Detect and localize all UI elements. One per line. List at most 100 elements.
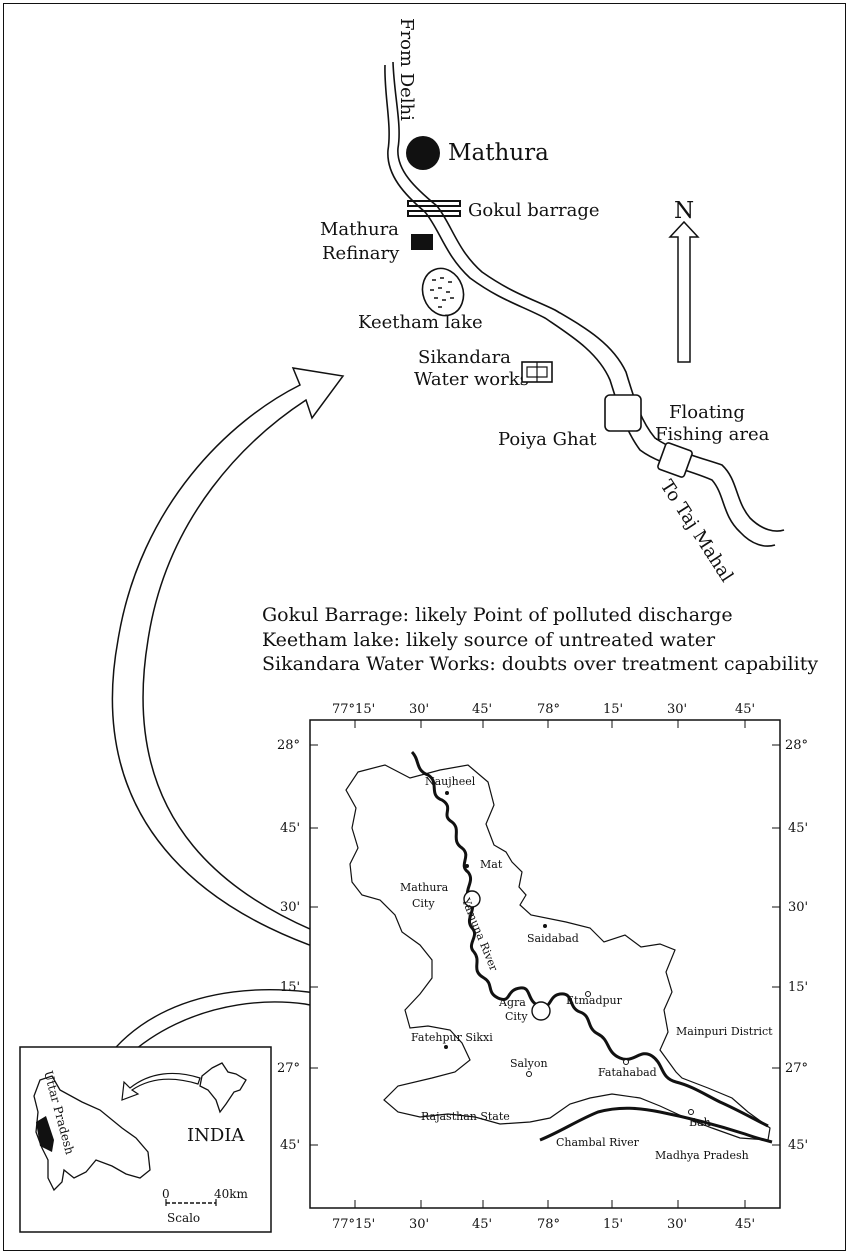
top-tick-1: 30': [409, 702, 429, 717]
place-mat: Mat: [480, 858, 503, 871]
place-agra-1: Agra: [498, 996, 526, 1009]
top-tick-3: 78°: [537, 702, 560, 717]
notes-block: Gokul Barrage: likely Point of polluted …: [262, 604, 818, 675]
mathura-city-marker: [463, 890, 481, 908]
top-tick-6: 45': [735, 702, 755, 717]
bottom-tick-1: 30': [409, 1217, 429, 1232]
fishing-label-line1: Floating: [669, 402, 745, 423]
north-arrow: [668, 220, 700, 363]
from-delhi-label: From Delhi: [396, 18, 417, 121]
keetham-lake-marker: [421, 267, 465, 317]
place-chambal: Chambal River: [556, 1136, 640, 1149]
chambal-river: [539, 1106, 773, 1144]
agra-region-highlight: [36, 1116, 54, 1152]
refinery-label-line2: Refinary: [322, 243, 400, 264]
district-map-ticks: [310, 720, 780, 1208]
fatehpur-dot: [444, 1045, 448, 1049]
outer-frame: [3, 3, 846, 1251]
upper-river-map: From Delhi Mathura Gokul barrage Mathura…: [320, 18, 785, 586]
bottom-tick-5: 30': [667, 1217, 687, 1232]
river-bank-right: [392, 61, 785, 532]
fishing-area-marker: [657, 442, 693, 478]
poiya-ghat-marker: [604, 394, 642, 432]
place-mathura-2: City: [412, 897, 435, 910]
gokul-barrage-symbol: [407, 200, 461, 217]
big-curved-arrow: [111, 367, 409, 973]
place-rajasthan: Rajasthan State: [421, 1110, 510, 1123]
bottom-tick-6: 45': [735, 1217, 755, 1232]
place-saidabad: Saidabad: [527, 932, 579, 945]
district-map-frame: [309, 719, 781, 1209]
district-map: 77°15' 30' 45' 78° 15' 30' 45' 77°15' 30…: [277, 702, 808, 1232]
bottom-tick-labels: 77°15' 30' 45' 78° 15' 30' 45': [332, 1217, 755, 1232]
naujheel-dot: [445, 791, 449, 795]
left-tick-labels: 28° 45' 30' 15' 27° 45': [277, 738, 300, 1153]
inset-map: Uttar Pradesh INDIA 0 40km Scalo: [19, 1046, 272, 1233]
note-line-3: Sikandara Water Works: doubts over treat…: [262, 653, 818, 675]
place-mathura-1: Mathura: [400, 881, 449, 894]
gokul-barrage-label: Gokul barrage: [468, 200, 600, 221]
top-tick-0: 77°15': [332, 702, 375, 717]
place-naujheel: Naujheel: [425, 775, 476, 788]
place-etmadpur: Etmadpur: [566, 994, 623, 1007]
mat-dot: [465, 864, 469, 868]
india-outline: [199, 1062, 247, 1114]
refinery-label-line1: Mathura: [320, 219, 399, 240]
left-tick-0: 28°: [277, 738, 300, 753]
place-agra-2: City: [505, 1010, 528, 1023]
salyon-dot: [526, 1071, 532, 1077]
saidabad-dot: [543, 924, 547, 928]
left-tick-3: 15': [280, 980, 300, 995]
right-tick-2: 30': [788, 900, 808, 915]
place-salyon: Salyon: [510, 1057, 548, 1070]
left-tick-4: 27°: [277, 1061, 300, 1076]
scale-label: Scalo: [167, 1211, 200, 1225]
bottom-tick-2: 45': [472, 1217, 492, 1232]
right-tick-4: 27°: [785, 1061, 808, 1076]
left-tick-1: 45': [280, 821, 300, 836]
india-label: INDIA: [187, 1125, 245, 1146]
top-tick-5: 30': [667, 702, 687, 717]
note-line-1: Gokul Barrage: likely Point of polluted …: [262, 604, 733, 626]
top-tick-labels: 77°15' 30' 45' 78° 15' 30' 45': [332, 702, 755, 717]
place-fatahabad: Fatahabad: [598, 1066, 657, 1079]
bottom-tick-4: 15': [603, 1217, 623, 1232]
north-label: N: [674, 198, 694, 224]
bottom-tick-3: 78°: [537, 1217, 560, 1232]
scale-zero: 0: [162, 1187, 170, 1201]
top-tick-2: 45': [472, 702, 492, 717]
bottom-tick-0: 77°15': [332, 1217, 375, 1232]
right-tick-5: 45': [788, 1138, 808, 1153]
refinery-marker: [411, 234, 433, 250]
uttar-pradesh-outline: [33, 1075, 151, 1192]
scale-bar: [165, 1199, 217, 1206]
agra-city-marker: [531, 1001, 551, 1021]
mathura-label: Mathura: [448, 140, 549, 166]
right-tick-labels: 28° 45' 30' 15' 27° 45': [785, 738, 808, 1153]
place-madhya: Madhya Pradesh: [655, 1149, 749, 1162]
poiya-ghat-label: Poiya Ghat: [498, 429, 597, 450]
note-line-2: Keetham lake: likely source of untreated…: [262, 629, 716, 651]
left-tick-5: 45': [280, 1138, 300, 1153]
mathura-city-marker: [406, 136, 440, 170]
left-tick-2: 30': [280, 900, 300, 915]
right-tick-0: 28°: [785, 738, 808, 753]
yamuna-river: [410, 750, 769, 1128]
fishing-label-line2: Fishing area: [655, 424, 770, 445]
bah-dot: [688, 1109, 694, 1115]
waterworks-label-line1: Sikandara: [418, 347, 511, 368]
waterworks-label-line2: Water works: [414, 369, 529, 390]
keetham-lake-label: Keetham lake: [358, 312, 483, 333]
place-mainpuri: Mainpuri District: [676, 1025, 773, 1038]
to-taj-mahal-label: To Taj Mahal: [656, 476, 737, 586]
river-bank-left: [384, 64, 776, 547]
fatahabad-dot: [623, 1059, 629, 1065]
top-tick-4: 15': [603, 702, 623, 717]
place-bah: Bah: [689, 1116, 711, 1129]
right-tick-3: 15': [788, 980, 808, 995]
inset-curved-arrow: [121, 1072, 201, 1101]
scale-end: 40km: [214, 1187, 249, 1201]
place-fatehpur: Fatehpur Sikxi: [411, 1031, 493, 1044]
